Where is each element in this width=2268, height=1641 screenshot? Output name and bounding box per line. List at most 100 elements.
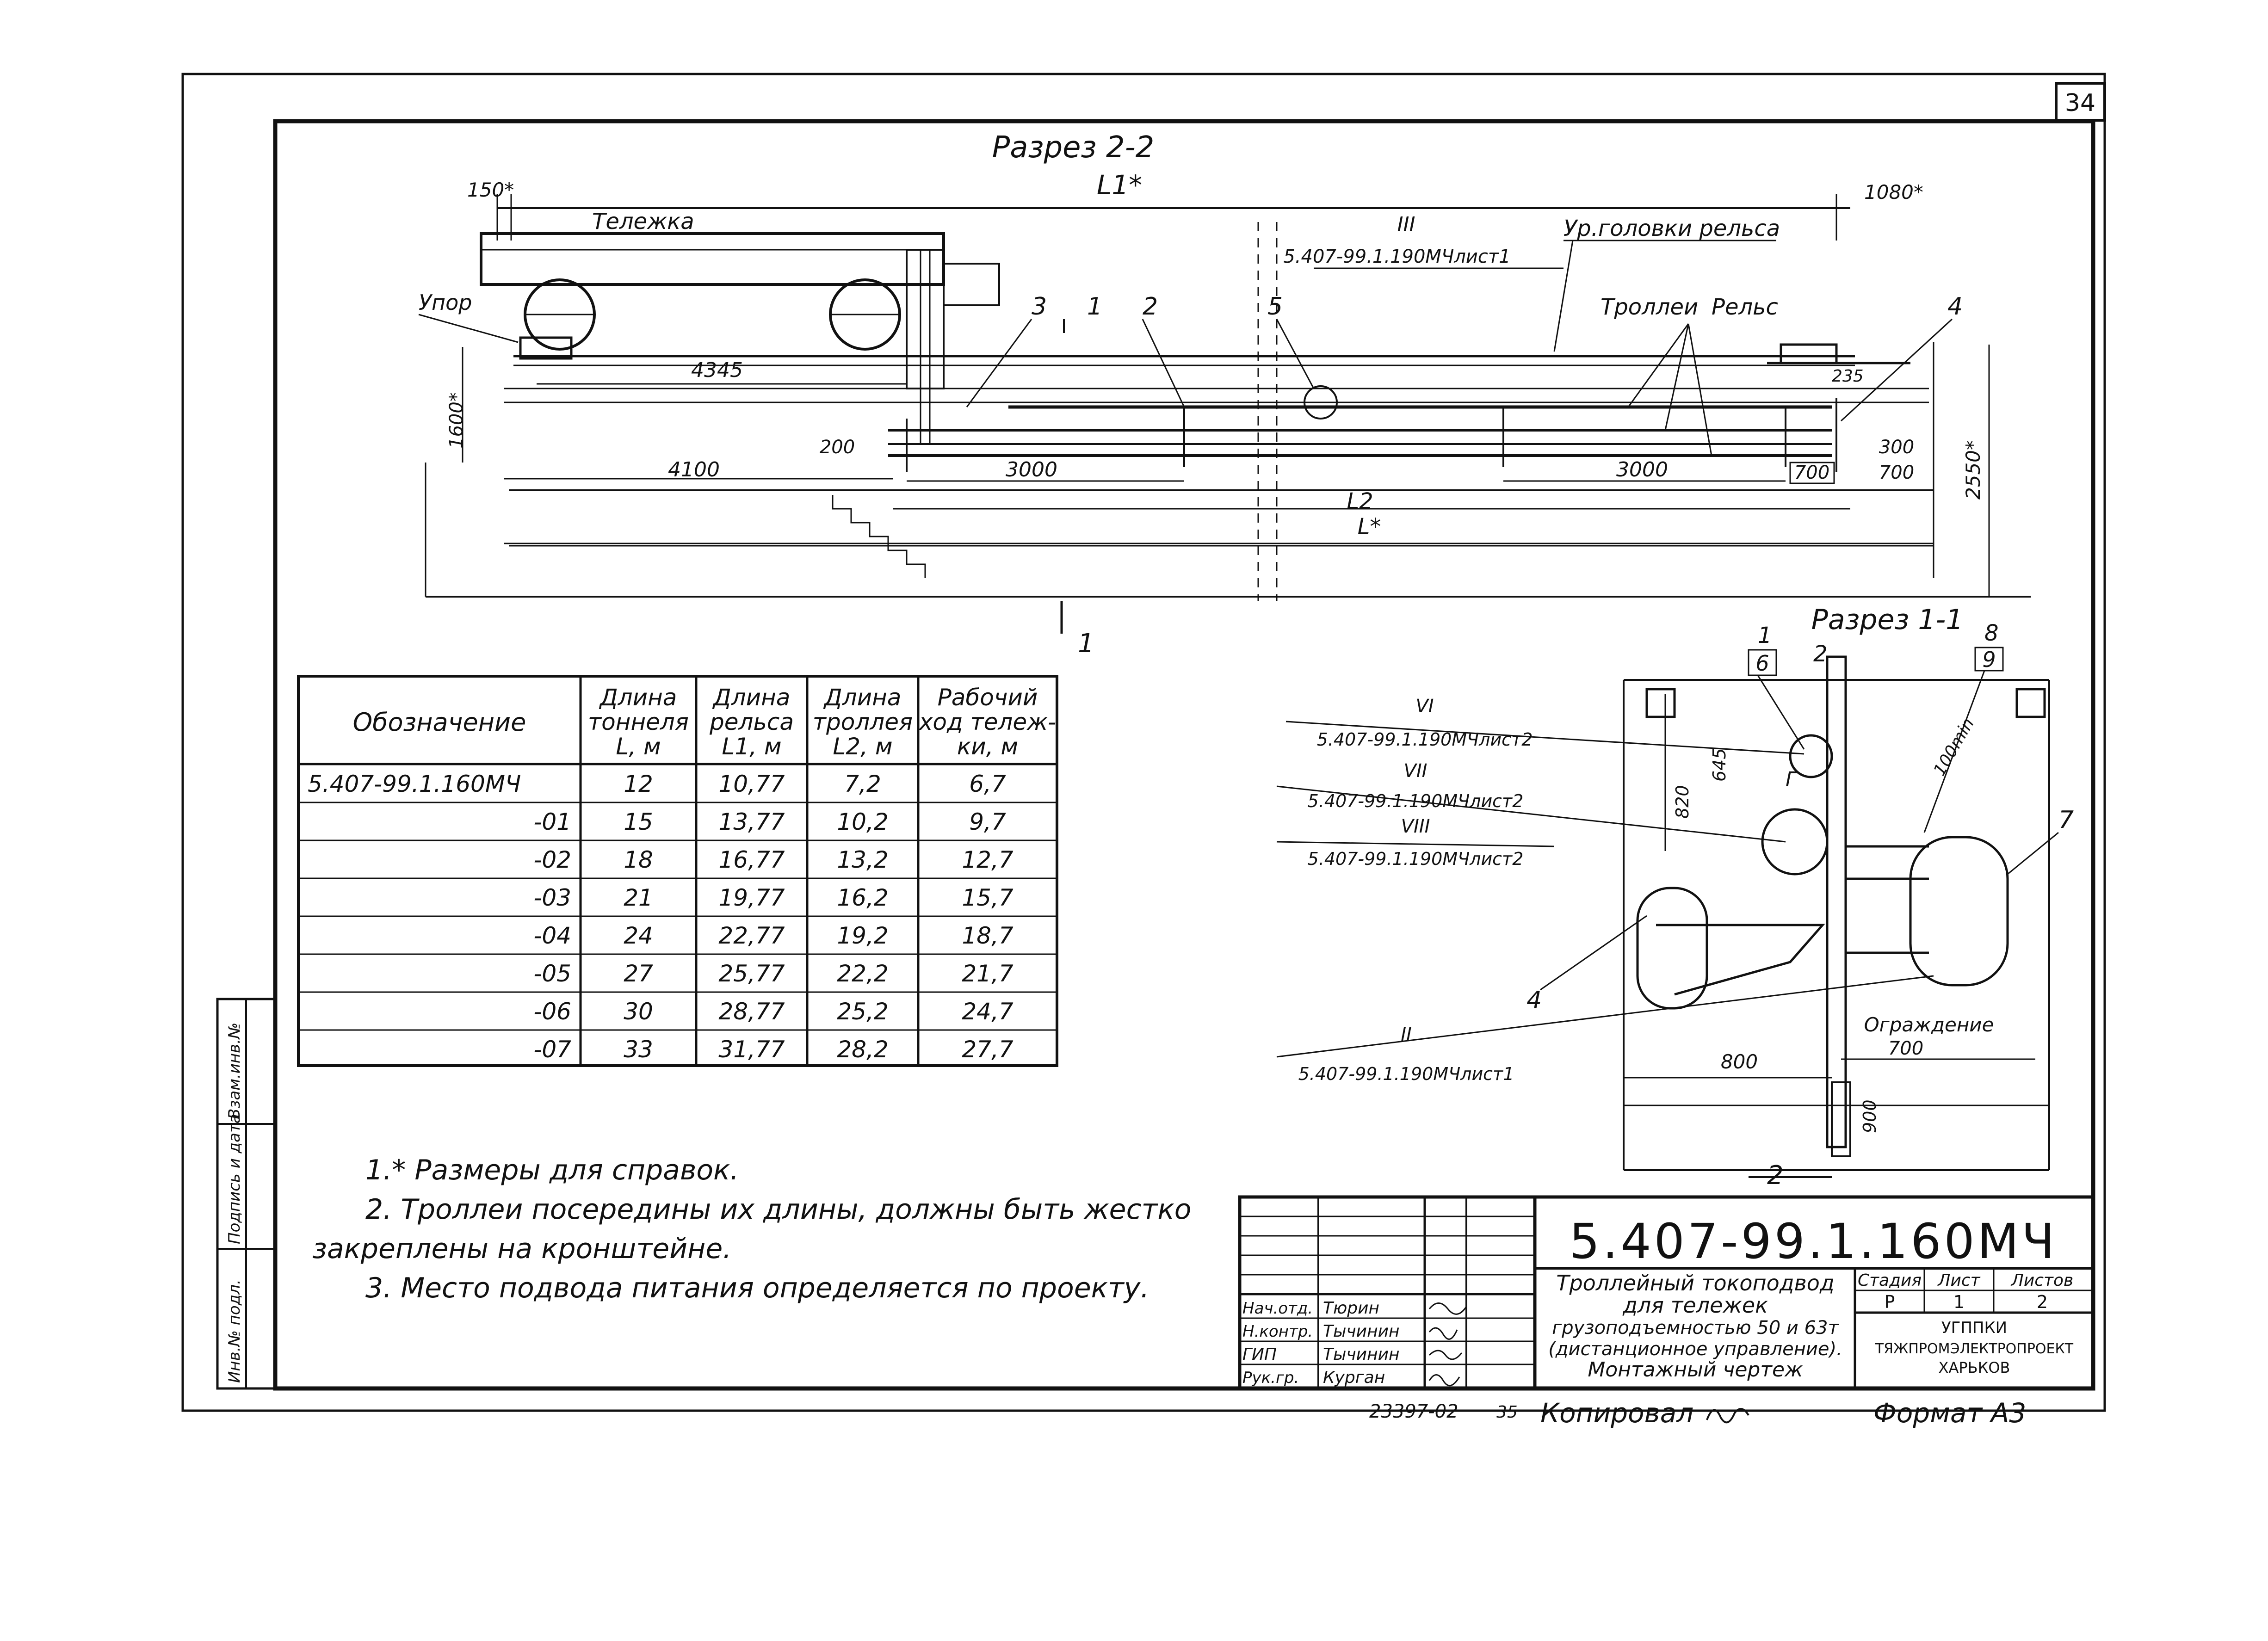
cell-rail: 31,77 <box>718 1036 785 1063</box>
name-3: Тычинин <box>1323 1345 1400 1364</box>
copied-signature <box>1706 1408 1749 1424</box>
th-rail-1: Длина <box>712 684 791 711</box>
cell-designation: -03 <box>533 884 571 911</box>
role-3: ГИП <box>1242 1345 1277 1364</box>
cell-rail: 19,77 <box>718 884 785 911</box>
table-row: -04 24 22,77 19,2 18,7 <box>533 922 1013 949</box>
footer-number: 23397-02 <box>1369 1401 1458 1422</box>
copied-label: Копировал <box>1540 1397 1693 1429</box>
cell-designation: -04 <box>533 922 571 949</box>
signature-4 <box>1428 1374 1460 1387</box>
spec-table: Обозначение Длина тоннеля L, м Длина рел… <box>297 675 1058 1067</box>
dim-820: 820 <box>1672 785 1693 819</box>
cell-designation: -05 <box>533 960 571 987</box>
pos-5: 5 <box>1267 293 1283 321</box>
inner-frame <box>273 119 2095 1391</box>
th-rail-2: рельса <box>709 709 794 735</box>
name-2: Тычинин <box>1323 1322 1400 1341</box>
rail-label: Рельс <box>1712 294 1778 320</box>
cell-designation: -01 <box>533 808 571 835</box>
org-2: ТЯЖПРОМЭЛЕКТРОПРОЕКТ <box>1875 1341 2074 1357</box>
title-line-1: Троллейный токоподвод <box>1556 1271 1834 1296</box>
stop <box>519 336 573 360</box>
dim-300: 300 <box>1879 437 1914 458</box>
cell-travel: 24,7 <box>962 998 1013 1025</box>
th-travel-3: ки, м <box>957 733 1018 760</box>
cell-travel: 18,7 <box>962 922 1013 949</box>
cut-1a: 1 <box>1087 293 1102 321</box>
cell-rail: 16,77 <box>718 846 785 873</box>
cell-designation: -06 <box>533 998 571 1025</box>
signature-2 <box>1428 1327 1458 1340</box>
cell-tunnel: 27 <box>624 960 653 987</box>
dim-800: 800 <box>1721 1050 1758 1073</box>
pos-7: 7 <box>2058 806 2074 834</box>
table-row: -02 18 16,77 13,2 12,7 <box>533 846 1013 873</box>
dim-3000b: 3000 <box>1616 458 1668 481</box>
cell-designation: 5.407-99.1.160МЧ <box>308 771 521 797</box>
sheets-value: 2 <box>2037 1292 2048 1312</box>
cell-designation: -07 <box>533 1036 571 1063</box>
dim-150: 150* <box>467 179 514 201</box>
dim-235: 235 <box>1832 367 1864 386</box>
pos-8: 8 <box>1984 620 1999 646</box>
stamp-sign: Подпись и дата <box>225 1114 244 1244</box>
cell-trolley: 19,2 <box>837 922 888 949</box>
dim-L: L* <box>1358 514 1381 540</box>
stop-label: Упор <box>419 290 472 315</box>
rail-end <box>1780 343 1838 364</box>
ref-VI-doc: 5.407-99.1.190МЧлист2 <box>1317 729 1533 750</box>
cell-trolley: 13,2 <box>837 846 888 873</box>
cell-rail: 13,77 <box>718 808 785 835</box>
th-tunnel-2: тоннеля <box>588 709 689 735</box>
table-row: -03 21 19,77 16,2 15,7 <box>533 884 1013 911</box>
stamp-inv: Инв.№ подл. <box>225 1279 244 1383</box>
pos-2: 2 <box>1143 293 1158 321</box>
footer-page: 35 <box>1496 1403 1518 1422</box>
footer: 23397-02 35 Копировал Формат А3 <box>1369 1397 2026 1429</box>
cell-designation: -02 <box>533 846 571 873</box>
cell-tunnel: 12 <box>624 771 653 797</box>
dim-100min: 100min <box>1930 715 1978 779</box>
signature-3 <box>1428 1350 1463 1360</box>
dim-2550: 2550* <box>1962 440 1984 500</box>
pos-2b: 2 <box>1813 641 1828 667</box>
pos-1: 1 <box>1758 623 1772 648</box>
cut-1b: 1 <box>1078 629 1094 659</box>
cell-trolley: 25,2 <box>837 998 888 1025</box>
beam-right <box>2015 688 2046 718</box>
sheets-label: Листов <box>2010 1271 2073 1290</box>
trolley-body <box>480 232 945 286</box>
ref-VIII-doc: 5.407-99.1.190МЧлист2 <box>1308 849 1524 869</box>
cell-travel: 27,7 <box>962 1036 1013 1063</box>
role-4: Рук.гр. <box>1242 1369 1299 1387</box>
dim-700-11: 700 <box>1888 1038 1923 1059</box>
th-rail-3: L1, м <box>722 733 781 760</box>
beam-left <box>1645 688 1676 718</box>
ref-III-doc: 5.407-99.1.190МЧлист1 <box>1283 246 1510 267</box>
signature-1 <box>1428 1302 1467 1315</box>
th-trolley-2: троллея <box>813 709 913 735</box>
cell-travel: 15,7 <box>962 884 1013 911</box>
g-label: Г <box>1786 768 1798 791</box>
trolleys-label: Троллеи <box>1601 294 1698 320</box>
dim-900: 900 <box>1860 1099 1880 1133</box>
cell-trolley: 28,2 <box>837 1036 888 1063</box>
dim-L1: L1* <box>1097 169 1142 201</box>
stage-label: Стадия <box>1858 1271 1922 1290</box>
dim-4100: 4100 <box>668 458 720 481</box>
th-travel-1: Рабочий <box>938 684 1038 711</box>
sheet-number: 34 <box>2065 89 2095 117</box>
dim-700b: 700 <box>1879 462 1914 483</box>
section-1-1-title: Разрез 1-1 <box>1811 604 1964 636</box>
stamp-replace: Взам.инв.№ <box>225 1023 244 1119</box>
cell-tunnel: 21 <box>624 884 653 911</box>
section-1-1: Разрез 1-1 820 645 100min Г 800 700 Огра… <box>1276 604 2074 1191</box>
outer-frame <box>181 73 2106 1412</box>
ref-VII: VII <box>1404 760 1428 782</box>
cell-trolley: 22,2 <box>837 960 888 987</box>
bracket-left <box>1636 887 1708 1010</box>
section-2-2: Разрез 2-2 L1* 150* 1080* Тележка Упор <box>418 130 2031 659</box>
ref-III: III <box>1397 213 1415 236</box>
